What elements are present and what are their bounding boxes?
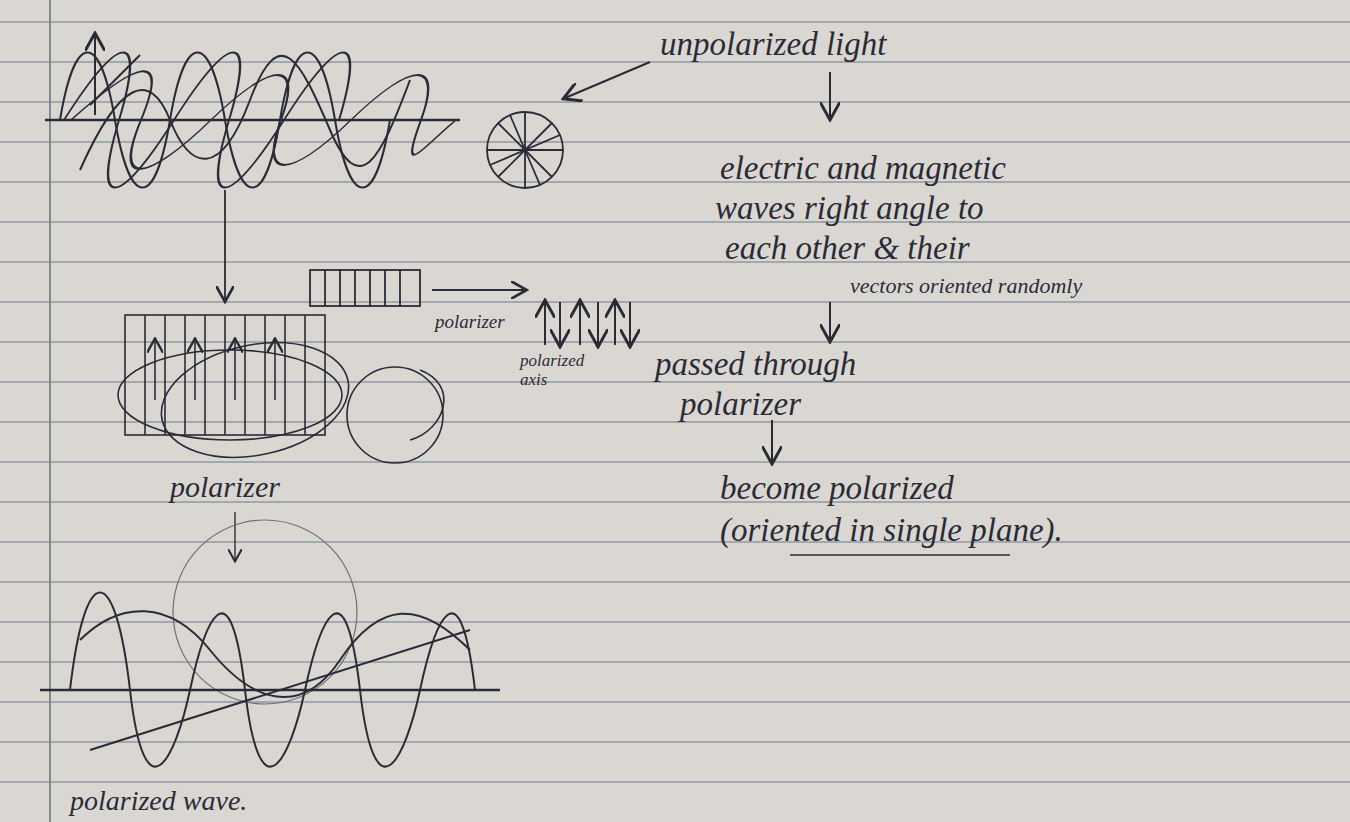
note-line: become polarized (720, 470, 954, 506)
part-label: polarizer (435, 312, 505, 333)
note-line: waves right angle to (715, 190, 984, 226)
polarizer-slit (310, 270, 525, 306)
part-label: polarizer (170, 470, 280, 503)
down-arrow (234, 512, 235, 560)
polarized-wave (40, 593, 500, 767)
polarizer-drawing (118, 315, 444, 474)
polarized-axis-arrows (545, 302, 630, 345)
note-line: electric and magnetic (720, 150, 1006, 186)
note-line: vectors oriented randomly (850, 274, 1082, 298)
down-arrow (224, 190, 226, 300)
random-vector-circle (487, 112, 563, 188)
faint-circle (173, 520, 357, 704)
margin-line (49, 0, 51, 822)
note-line: passed through (655, 346, 856, 382)
note-line: (oriented in single plane). (720, 512, 1063, 548)
ruled-lines (0, 22, 1350, 782)
pointer-arrow (565, 62, 650, 98)
note-line: each other & their (725, 230, 970, 266)
unpolarized-waves (33, 35, 491, 188)
part-label: polarized axis (520, 352, 590, 389)
note-line: polarizer (680, 386, 801, 422)
caption-note: polarized wave. (70, 786, 247, 817)
heading-note: unpolarized light (660, 26, 886, 62)
